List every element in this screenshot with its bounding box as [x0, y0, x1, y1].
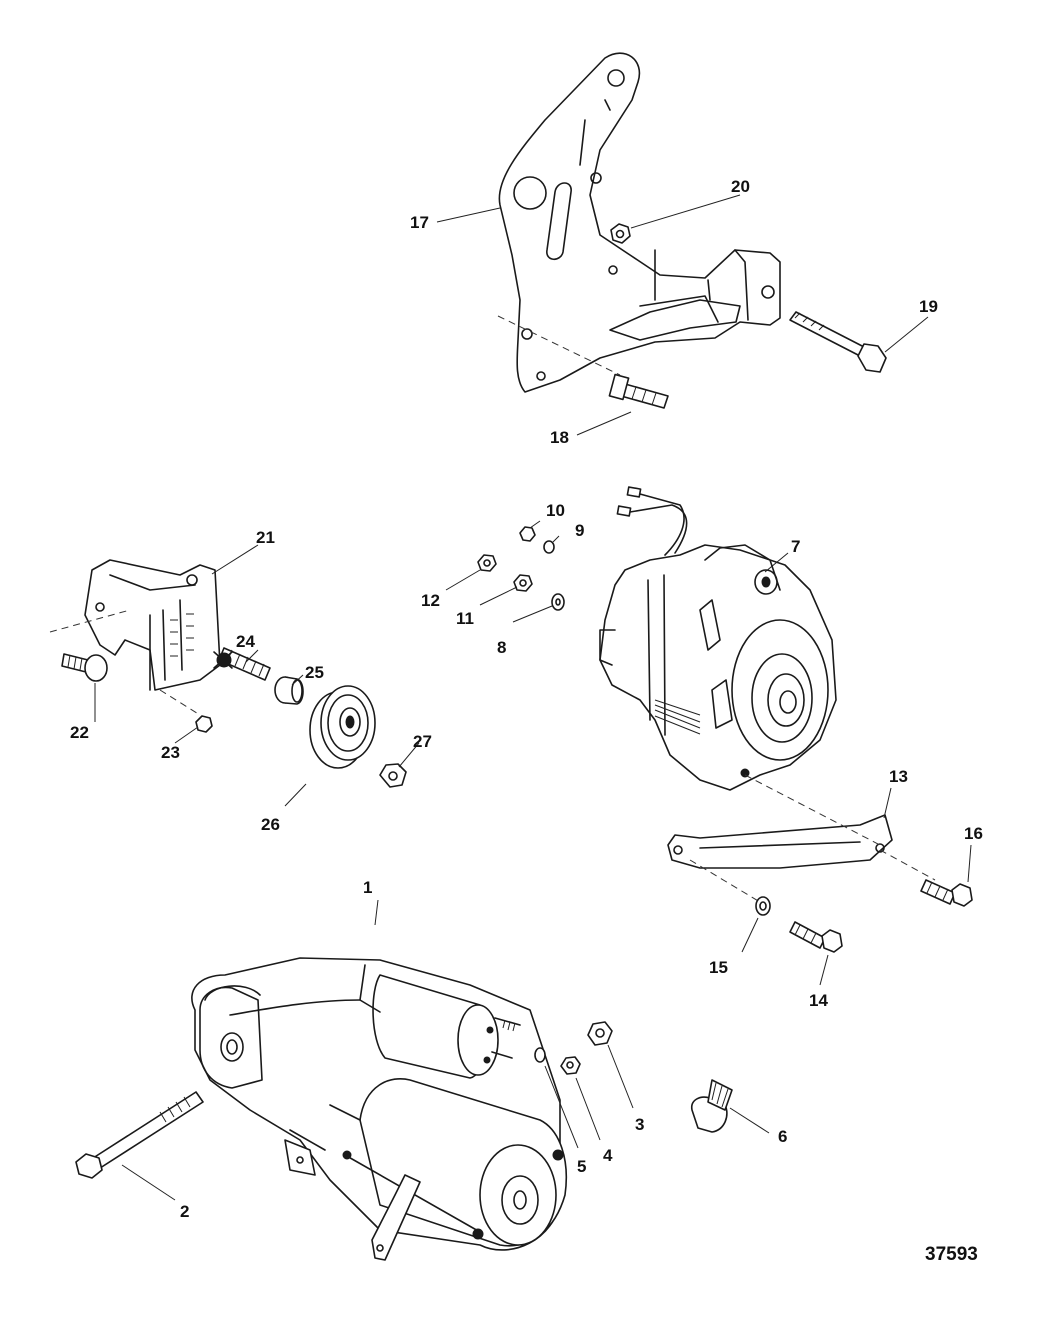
callout-4: 4	[603, 1146, 613, 1165]
callout-9: 9	[575, 521, 584, 540]
callout-6: 6	[778, 1127, 787, 1146]
figure-id: 37593	[925, 1244, 978, 1265]
callout-22: 22	[70, 723, 89, 742]
callout-7: 7	[791, 537, 800, 556]
callout-12: 12	[421, 591, 440, 610]
washer-8	[551, 593, 565, 611]
callout-19: 19	[919, 297, 938, 316]
callout-2: 2	[180, 1202, 189, 1221]
assembly-line	[159, 689, 201, 716]
washer-9	[543, 540, 555, 554]
callout-27: 27	[413, 732, 432, 751]
callout-17: 17	[410, 213, 429, 232]
assembly-line	[744, 774, 881, 846]
callout-24: 24	[236, 632, 255, 651]
callout-15: 15	[709, 958, 728, 977]
callout-20: 20	[731, 177, 750, 196]
callout-14: 14	[809, 991, 828, 1010]
assembly-line	[689, 859, 761, 903]
callout-labels: 1 2 3 4 5 6 7 8 9 10 11 12 13 14 15 16 1…	[70, 177, 983, 1265]
nut-20	[610, 223, 631, 244]
bolt-16	[920, 879, 973, 907]
callout-11: 11	[456, 609, 474, 628]
pivot-bolt-24	[213, 647, 271, 681]
nut-11	[513, 574, 533, 592]
leader-lines	[94, 194, 972, 1201]
through-bolt-2	[75, 1091, 204, 1179]
terminal-boot-6	[690, 1079, 733, 1133]
callout-13: 13	[889, 767, 908, 786]
nut-10	[519, 526, 536, 542]
assembly-line	[879, 849, 936, 881]
starter-motor-1	[191, 957, 568, 1261]
callout-16: 16	[964, 824, 983, 843]
callout-21: 21	[256, 528, 275, 547]
callout-5: 5	[577, 1157, 586, 1176]
idler-pulley-26	[309, 685, 376, 769]
nut-3	[587, 1021, 613, 1046]
nut-4	[560, 1056, 581, 1075]
bolt-22	[61, 653, 108, 682]
callout-3: 3	[635, 1115, 644, 1134]
mounting-bracket-17	[498, 52, 781, 393]
washer-5	[534, 1047, 546, 1063]
flange-nut-27	[379, 763, 407, 788]
callout-1: 1	[363, 878, 372, 897]
callout-10: 10	[546, 501, 565, 520]
stud-18	[608, 373, 669, 409]
assembly-line	[497, 315, 621, 376]
bolt-19	[789, 311, 887, 373]
washer-15	[755, 896, 771, 916]
nut-23	[195, 715, 213, 733]
bolt-14	[789, 921, 843, 953]
callout-8: 8	[497, 638, 506, 657]
alternator-7	[599, 486, 837, 791]
callout-25: 25	[305, 663, 324, 682]
brace-13	[667, 814, 893, 869]
assembly-line	[49, 609, 131, 633]
spacer-25	[274, 676, 304, 705]
nut-12	[477, 554, 497, 572]
callout-26: 26	[261, 815, 280, 834]
callout-18: 18	[550, 428, 569, 447]
tensioner-bracket-21	[84, 559, 221, 691]
callout-23: 23	[161, 743, 180, 762]
